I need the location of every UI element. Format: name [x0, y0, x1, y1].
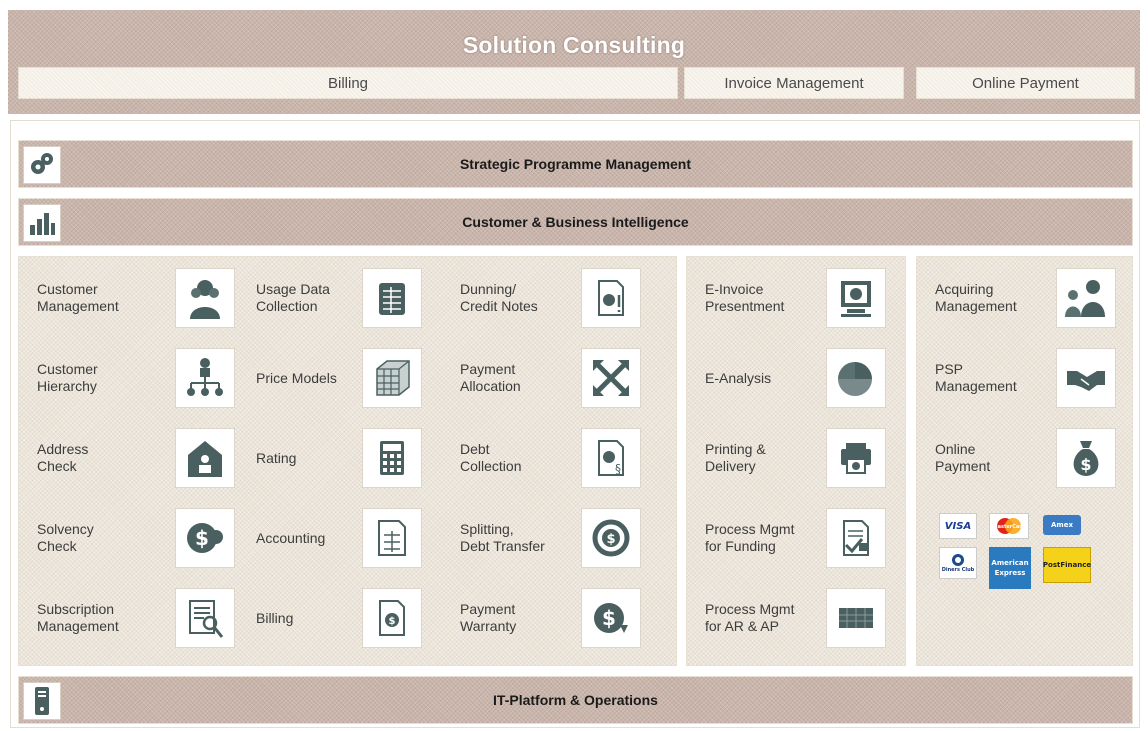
module-label: Rating	[256, 449, 297, 466]
module-payment-allocation[interactable]: Payment Allocation	[460, 346, 660, 410]
module-label: Customer Hierarchy	[37, 361, 98, 394]
module-address-check[interactable]: Address Check	[37, 426, 237, 490]
diners-club-logo: Diners Club	[939, 547, 977, 579]
module-label: Billing	[256, 609, 294, 626]
module-splitting-debt-transfer[interactable]: Splitting, Debt Transfer $	[460, 506, 660, 570]
module-debt-collection[interactable]: Debt Collection §	[460, 426, 660, 490]
module-label: Usage Data Collection	[256, 281, 330, 314]
paragraph-document-icon: §	[581, 428, 641, 488]
module-process-mgmt-ar-ap[interactable]: Process Mgmt for AR & AP	[705, 586, 905, 650]
module-usage-data-collection[interactable]: Usage Data Collection	[256, 266, 426, 330]
cube-grid-icon	[362, 348, 422, 408]
ledger-icon	[362, 508, 422, 568]
module-price-models[interactable]: Price Models	[256, 346, 426, 410]
module-acquiring-management[interactable]: Acquiring Management	[935, 266, 1135, 330]
module-label: Online Payment	[935, 441, 991, 474]
module-psp-management[interactable]: PSP Management	[935, 346, 1135, 410]
module-label: Address Check	[37, 441, 89, 474]
it-platform-label: IT-Platform & Operations	[493, 692, 658, 708]
hierarchy-icon	[175, 348, 235, 408]
module-label: Payment Warranty	[460, 601, 517, 634]
handshake-icon	[1056, 348, 1116, 408]
postfinance-logo: PostFinance	[1043, 547, 1091, 583]
module-label: Dunning/ Credit Notes	[460, 281, 538, 314]
module-label: Payment Allocation	[460, 361, 521, 394]
monitor-icon	[826, 268, 886, 328]
module-label: Customer Management	[37, 281, 119, 314]
online-payment-panel: Acquiring Management PSP Management Onli…	[916, 256, 1133, 666]
checked-document-icon	[826, 508, 886, 568]
billing-panel: Customer Management Customer Hierarchy A…	[18, 256, 677, 666]
module-label: Printing & Delivery	[705, 441, 766, 474]
tab-invoice-management[interactable]: Invoice Management	[684, 67, 904, 99]
server-icon	[23, 682, 61, 720]
module-label: Accounting	[256, 529, 326, 546]
module-payment-warranty[interactable]: Payment Warranty $	[460, 586, 660, 650]
document-magnifier-icon	[175, 588, 235, 648]
house-icon	[175, 428, 235, 488]
money-bag-icon: $	[1056, 428, 1116, 488]
customer-intelligence-bar[interactable]: Customer & Business Intelligence	[18, 198, 1133, 246]
pie-chart-icon	[826, 348, 886, 408]
grid-icon	[826, 588, 886, 648]
strategic-programme-bar[interactable]: Strategic Programme Management	[18, 140, 1133, 188]
module-accounting[interactable]: Accounting	[256, 506, 426, 570]
module-solvency-check[interactable]: Solvency Check $	[37, 506, 237, 570]
dollar-coin-icon: $	[175, 508, 235, 568]
module-billing[interactable]: Billing $	[256, 586, 426, 650]
spreadsheet-icon	[362, 268, 422, 328]
module-customer-hierarchy[interactable]: Customer Hierarchy	[37, 346, 237, 410]
gears-icon	[23, 146, 61, 184]
people-icon	[175, 268, 235, 328]
visa-card-logo: VISA	[939, 513, 977, 539]
arrows-out-icon	[581, 348, 641, 408]
mastercard-card-logo: MasterCard	[989, 513, 1029, 539]
module-label: E-Invoice Presentment	[705, 281, 785, 314]
tab-online-payment[interactable]: Online Payment	[916, 67, 1135, 99]
module-label: Subscription Management	[37, 601, 119, 634]
header-banner: Solution Consulting Billing Invoice Mana…	[8, 10, 1140, 114]
page-title: Solution Consulting	[462, 32, 686, 58]
svg-text:$: $	[606, 532, 615, 547]
american-express-logo: American Express	[989, 547, 1031, 589]
it-platform-bar[interactable]: IT-Platform & Operations	[18, 676, 1133, 724]
bar-chart-icon	[23, 204, 61, 242]
invoice-management-panel: E-Invoice Presentment E-Analysis Printin…	[686, 256, 906, 666]
svg-text:$: $	[195, 526, 209, 550]
calculator-icon	[362, 428, 422, 488]
svg-text:$: $	[389, 616, 396, 627]
svg-text:$: $	[602, 606, 616, 630]
module-online-payment[interactable]: Online Payment $	[935, 426, 1135, 490]
module-process-mgmt-funding[interactable]: Process Mgmt for Funding	[705, 506, 905, 570]
module-customer-management[interactable]: Customer Management	[37, 266, 237, 330]
circular-dollar-icon: $	[581, 508, 641, 568]
tab-billing[interactable]: Billing	[18, 67, 678, 99]
persons-icon	[1056, 268, 1116, 328]
module-label: Debt Collection	[460, 441, 522, 474]
module-label: E-Analysis	[705, 369, 772, 386]
svg-text:MasterCard: MasterCard	[993, 524, 1026, 530]
module-label: Solvency Check	[37, 521, 94, 554]
module-printing-delivery[interactable]: Printing & Delivery	[705, 426, 905, 490]
module-subscription-management[interactable]: Subscription Management	[37, 586, 237, 650]
module-dunning-credit-notes[interactable]: Dunning/ Credit Notes	[460, 266, 660, 330]
printer-icon	[826, 428, 886, 488]
customer-intelligence-label: Customer & Business Intelligence	[462, 214, 689, 230]
svg-text:$: $	[1080, 455, 1091, 474]
warning-document-icon	[581, 268, 641, 328]
module-rating[interactable]: Rating	[256, 426, 426, 490]
module-label: Process Mgmt for AR & AP	[705, 601, 795, 634]
strategic-programme-label: Strategic Programme Management	[459, 156, 692, 172]
dollar-arrow-icon: $	[581, 588, 641, 648]
module-label: Price Models	[256, 369, 337, 386]
module-e-analysis[interactable]: E-Analysis	[705, 346, 905, 410]
module-label: PSP Management	[935, 361, 1017, 394]
module-e-invoice-presentment[interactable]: E-Invoice Presentment	[705, 266, 905, 330]
amex-card-logo: Amex	[1043, 515, 1081, 535]
module-label: Splitting, Debt Transfer	[460, 521, 545, 554]
module-label: Acquiring Management	[935, 281, 1017, 314]
module-label: Process Mgmt for Funding	[705, 521, 795, 554]
invoice-icon: $	[362, 588, 422, 648]
svg-text:§: §	[615, 462, 621, 476]
